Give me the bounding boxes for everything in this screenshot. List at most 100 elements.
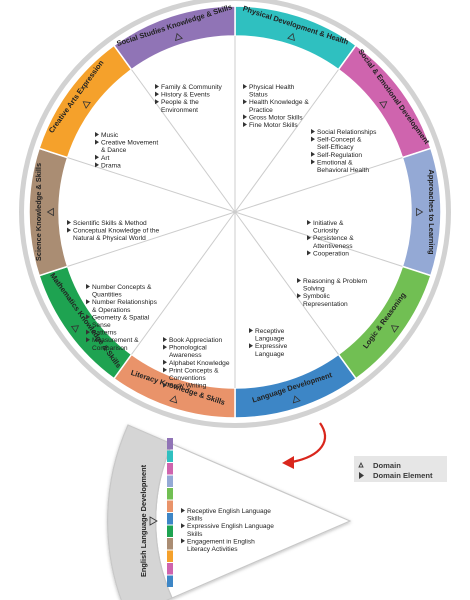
element-text-physical-development-and-health: Fine Motor Skills [249, 122, 298, 129]
domain-triangle-icon [390, 325, 400, 333]
ell-stripe [167, 563, 173, 575]
ell-stripe [167, 488, 173, 500]
ell-stripe [167, 538, 173, 550]
ell-element-triangle-icon [181, 523, 185, 529]
element-text-creative-arts-expression: Drama [101, 162, 121, 169]
element-text-mathematics-knowledge-and-skills: Number Relationships [92, 299, 158, 306]
element-text-language-development: Language [255, 336, 285, 343]
element-text-mathematics-knowledge-and-skills: Comparison [92, 345, 128, 352]
element-triangle-icon [86, 337, 90, 343]
element-text-logic-and-reasoning: Symbolic [303, 293, 330, 300]
ell-title: English Language Development [139, 464, 148, 577]
legend-element-label: Domain Element [373, 471, 433, 480]
ell-domain-triangle-icon [149, 516, 158, 526]
element-text-language-development: Receptive [255, 328, 285, 335]
domain-triangle-icon [416, 207, 424, 217]
element-text-social-and-emotional-development: Self-Regulation [317, 152, 362, 159]
element-text-creative-arts-expression: Art [101, 155, 110, 162]
element-text-creative-arts-expression: Music [101, 132, 119, 139]
element-text-social-studies-knowledge-and-skills: Family & Community [161, 84, 223, 91]
ell-element-text: Engagement in English [187, 538, 255, 545]
element-text-social-studies-knowledge-and-skills: History & Events [161, 92, 210, 99]
element-triangle-icon [311, 151, 315, 157]
element-triangle-icon [86, 284, 90, 289]
domain-triangle-icon [175, 32, 183, 42]
domain-label-science-knowledge-and-skills: Science Knowledge & Skills [34, 163, 43, 261]
element-triangle-icon [67, 220, 71, 225]
element-triangle-icon [163, 344, 167, 350]
element-text-creative-arts-expression: & Dance [101, 147, 127, 154]
ell-stripe [167, 500, 173, 512]
element-triangle-icon [163, 359, 167, 365]
element-text-social-and-emotional-development: Behavioral Health [317, 167, 369, 174]
element-text-physical-development-and-health: Gross Motor Skills [249, 114, 303, 121]
element-triangle-icon [67, 227, 71, 233]
element-text-science-knowledge-and-skills: Scientific Skills & Method [73, 220, 147, 227]
element-text-literacy-knowledge-and-skills: Book Appreciation [169, 337, 222, 344]
ell-element-list: Receptive English LanguageSkillsExpressi… [181, 508, 274, 553]
element-text-literacy-knowledge-and-skills: Print Concepts & [169, 367, 219, 374]
element-text-social-studies-knowledge-and-skills: People & the [161, 99, 199, 106]
element-text-mathematics-knowledge-and-skills: Sense [92, 322, 111, 329]
element-triangle-icon [95, 162, 99, 168]
element-text-mathematics-knowledge-and-skills: Quantities [92, 292, 122, 299]
domain-triangle-icon [82, 101, 91, 109]
element-text-creative-arts-expression: Creative Movement [101, 140, 158, 147]
segment-divider [131, 69, 236, 213]
element-triangle-icon [311, 159, 315, 165]
element-triangle-icon [86, 299, 90, 305]
element-triangle-icon [155, 99, 159, 105]
domain-triangle-icon [379, 101, 388, 109]
domain-triangle-icon [292, 395, 301, 404]
element-text-approaches-to-learning: Initiative & [313, 220, 344, 227]
ell-stripe [167, 475, 173, 487]
element-triangle-icon [86, 329, 90, 335]
element-text-social-and-emotional-development: Social Relationships [317, 129, 377, 136]
segment-divider [67, 211, 236, 267]
element-text-language-development: Language [255, 351, 285, 358]
element-text-literacy-knowledge-and-skills: Early Writing [169, 383, 207, 390]
element-triangle-icon [249, 343, 253, 349]
domain-label-approaches-to-learning: Approaches to Learning [427, 169, 436, 254]
element-text-mathematics-knowledge-and-skills: Geometry & Spatial [92, 314, 150, 321]
segment-divider [234, 211, 339, 355]
element-text-social-and-emotional-development: Emotional & [317, 159, 353, 166]
legend: Domain Domain Element [354, 456, 447, 482]
element-text-literacy-knowledge-and-skills: Awareness [169, 352, 202, 359]
element-text-literacy-knowledge-and-skills: Conventions [169, 375, 206, 382]
segment-divider [234, 211, 403, 267]
element-text-social-studies-knowledge-and-skills: Environment [161, 107, 198, 114]
ell-stripe [167, 525, 173, 537]
element-triangle-icon [95, 154, 99, 160]
element-triangle-icon [95, 139, 99, 145]
element-text-science-knowledge-and-skills: Conceptual Knowledge of the [73, 228, 159, 235]
element-text-approaches-to-learning: Cooperation [313, 250, 349, 257]
element-triangle-icon [155, 84, 159, 89]
segment-divider [234, 157, 403, 213]
element-triangle-icon [311, 129, 315, 134]
element-text-approaches-to-learning: Persistence & [313, 235, 354, 242]
ell-color-stripes [167, 438, 173, 587]
domain-triangle-icon [46, 207, 54, 217]
domain-triangle-icon [70, 325, 80, 333]
ell-element-triangle-icon [181, 508, 185, 513]
element-text-science-knowledge-and-skills: Natural & Physical World [73, 235, 146, 242]
element-triangle-icon [249, 328, 253, 333]
legend-box [354, 456, 447, 482]
ell-element-triangle-icon [181, 538, 185, 544]
element-triangle-icon [243, 99, 247, 105]
element-text-language-development: Expressive [255, 343, 288, 350]
element-triangle-icon [95, 132, 99, 137]
ell-stripe [167, 438, 173, 450]
element-text-mathematics-knowledge-and-skills: Measurement & [92, 337, 139, 344]
element-triangle-icon [243, 122, 247, 127]
ell-stripe [167, 513, 173, 525]
domain-segments [28, 5, 442, 419]
element-text-mathematics-knowledge-and-skills: Patterns [92, 330, 117, 337]
element-text-social-and-emotional-development: Self-Concept & [317, 137, 362, 144]
ell-element-text: Receptive English Language [187, 508, 271, 515]
element-text-physical-development-and-health: Health Knowledge & [249, 99, 309, 106]
ell-wedge [106, 424, 352, 600]
ell-element-text: Skills [187, 531, 203, 538]
